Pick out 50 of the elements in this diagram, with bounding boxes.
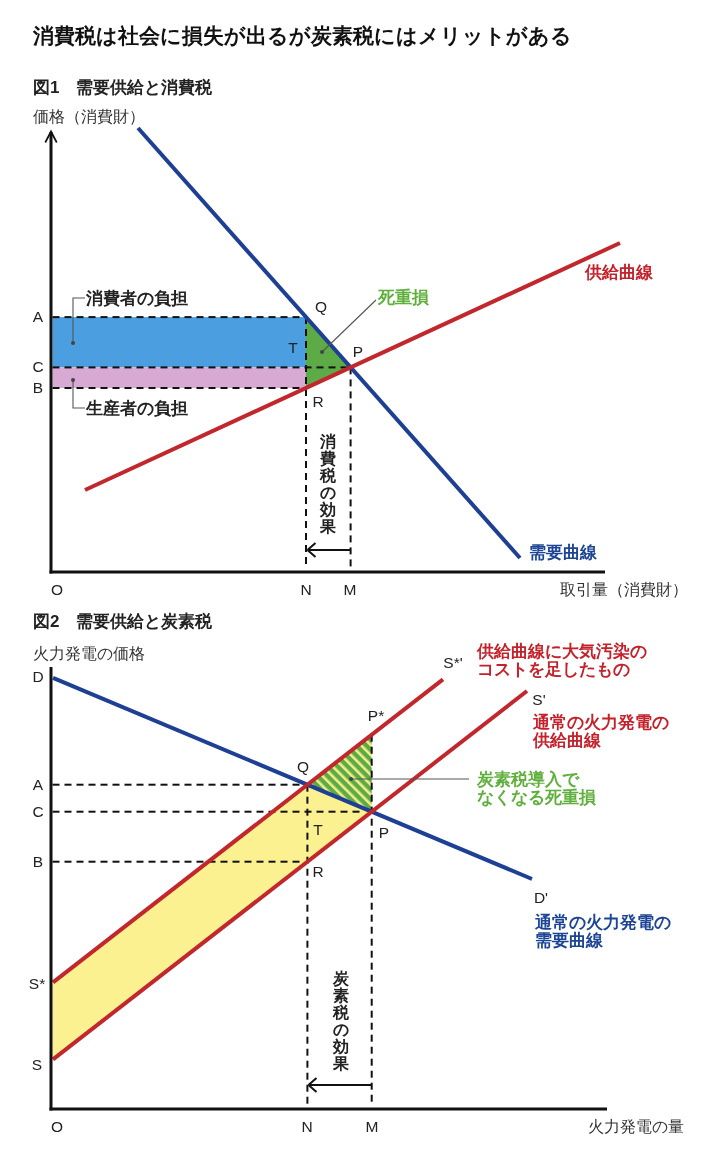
axis-tick-label: M xyxy=(343,581,357,599)
axis-tick-label: S* xyxy=(28,975,46,993)
leader-line xyxy=(71,297,86,345)
figure-heading: 図1 需要供給と消費税 xyxy=(33,78,213,98)
axis-title: 火力発電の量 xyxy=(588,1117,684,1137)
axis-tick-label: A xyxy=(32,308,44,326)
origin-label: O xyxy=(50,1118,64,1136)
point-label: P xyxy=(378,824,390,842)
callout-label: 生産者の負担 xyxy=(86,398,188,418)
point-label: P* xyxy=(367,707,385,725)
chart-title: 消費税は社会に損失が出るが炭素税にはメリットがある xyxy=(33,23,572,49)
curve-label: S' xyxy=(532,691,546,709)
vertical-annotation: 炭素税の効果 xyxy=(333,970,349,1072)
figure-heading: 図2 需要供給と炭素税 xyxy=(33,612,213,632)
curve-label: 通常の火力発電の需要曲線 xyxy=(535,914,672,950)
leader-line xyxy=(349,777,470,781)
axis-title: 取引量（消費財） xyxy=(560,580,688,600)
curve-label: 需要曲線 xyxy=(529,543,597,563)
point-label: P xyxy=(352,343,364,361)
axis-tick-label: A xyxy=(32,776,44,794)
axis-tick-label: B xyxy=(32,853,44,871)
axis-tick-label: B xyxy=(32,379,44,397)
leader-line xyxy=(320,299,377,354)
axis-tick-label: C xyxy=(32,358,44,376)
axis-title: 火力発電の価格 xyxy=(33,644,145,664)
curve-label: D' xyxy=(533,889,549,907)
vertical-annotation: 消費税の効果 xyxy=(320,433,336,535)
callout-label: 炭素税導入でなくなる死重損 xyxy=(477,771,598,807)
axis-tick-label: C xyxy=(32,803,44,821)
leader-line xyxy=(71,378,86,409)
callout-label: 死重損 xyxy=(378,288,429,308)
axis-tick-label: S xyxy=(31,1056,43,1074)
point-label: Q xyxy=(296,758,310,776)
point-label: R xyxy=(312,393,324,411)
point-label: T xyxy=(313,821,323,839)
curve-label: 供給曲線 xyxy=(585,263,653,283)
callout-label: 消費者の負担 xyxy=(86,288,188,308)
point-label: T xyxy=(288,339,298,357)
axis-title: 価格（消費財） xyxy=(33,107,145,127)
curve-label: 供給曲線に大気汚染のコストを足したもの xyxy=(477,643,648,679)
curve-label: S*' xyxy=(443,654,463,672)
axis-tick-label: D xyxy=(32,668,44,686)
curve-label: 通常の火力発電の供給曲線 xyxy=(533,714,670,750)
shaded-band xyxy=(52,317,306,368)
point-label: Q xyxy=(314,298,328,316)
point-label: R xyxy=(312,863,324,881)
axis-tick-label: N xyxy=(301,1118,313,1136)
axis-tick-label: N xyxy=(300,581,312,599)
axis-tick-label: M xyxy=(365,1118,379,1136)
origin-label: O xyxy=(50,581,64,599)
